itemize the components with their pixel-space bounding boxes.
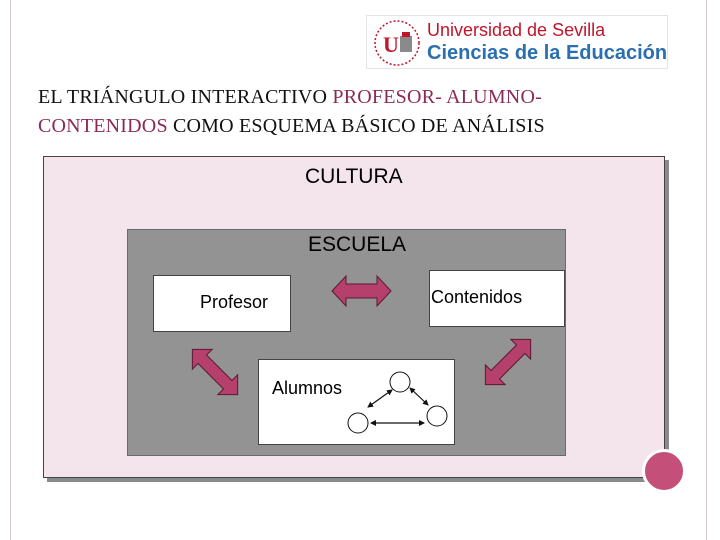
logo-university-name: Universidad de Sevilla (427, 20, 606, 40)
student-link-top-left (367, 389, 393, 408)
university-logo: U Universidad de Sevilla Ciencias de la … (366, 15, 668, 69)
title-part-4: COMO ESQUEMA BÁSICO DE ANÁLISIS (167, 115, 545, 137)
student-circle-left (347, 412, 369, 434)
frame-line-left (10, 0, 11, 540)
profesor-box (153, 275, 291, 332)
student-circle-top (389, 371, 411, 393)
slide-title: EL TRIÁNGULO INTERACTIVO PROFESOR- ALUMN… (38, 83, 688, 141)
logo-faculty-name: Ciencias de la Educación (427, 42, 668, 64)
contenidos-box (429, 270, 565, 327)
contenidos-label: Contenidos (431, 287, 523, 307)
svg-text:U: U (383, 32, 399, 57)
title-part-3: CONTENIDOS (38, 115, 168, 137)
title-part-1: EL TRIÁNGULO INTERACTIVO (38, 86, 333, 108)
alumnos-label: Alumnos (272, 378, 343, 398)
student-link-top-right (409, 387, 429, 406)
student-circle-right (426, 405, 448, 427)
university-seal-icon: U (374, 20, 420, 66)
profesor-label: Profesor (200, 292, 269, 312)
escuela-label: ESCUELA (308, 233, 407, 256)
arrow-contenidos-alumnos (484, 338, 532, 386)
cultura-label: CULTURA (305, 165, 403, 188)
title-part-2: PROFESOR- ALUMNO- (332, 86, 542, 108)
frame-line-right (706, 0, 707, 540)
arrow-profesor-alumnos (191, 348, 239, 396)
corner-decoration-circle (642, 449, 686, 493)
arrow-profesor-contenidos (331, 274, 392, 308)
